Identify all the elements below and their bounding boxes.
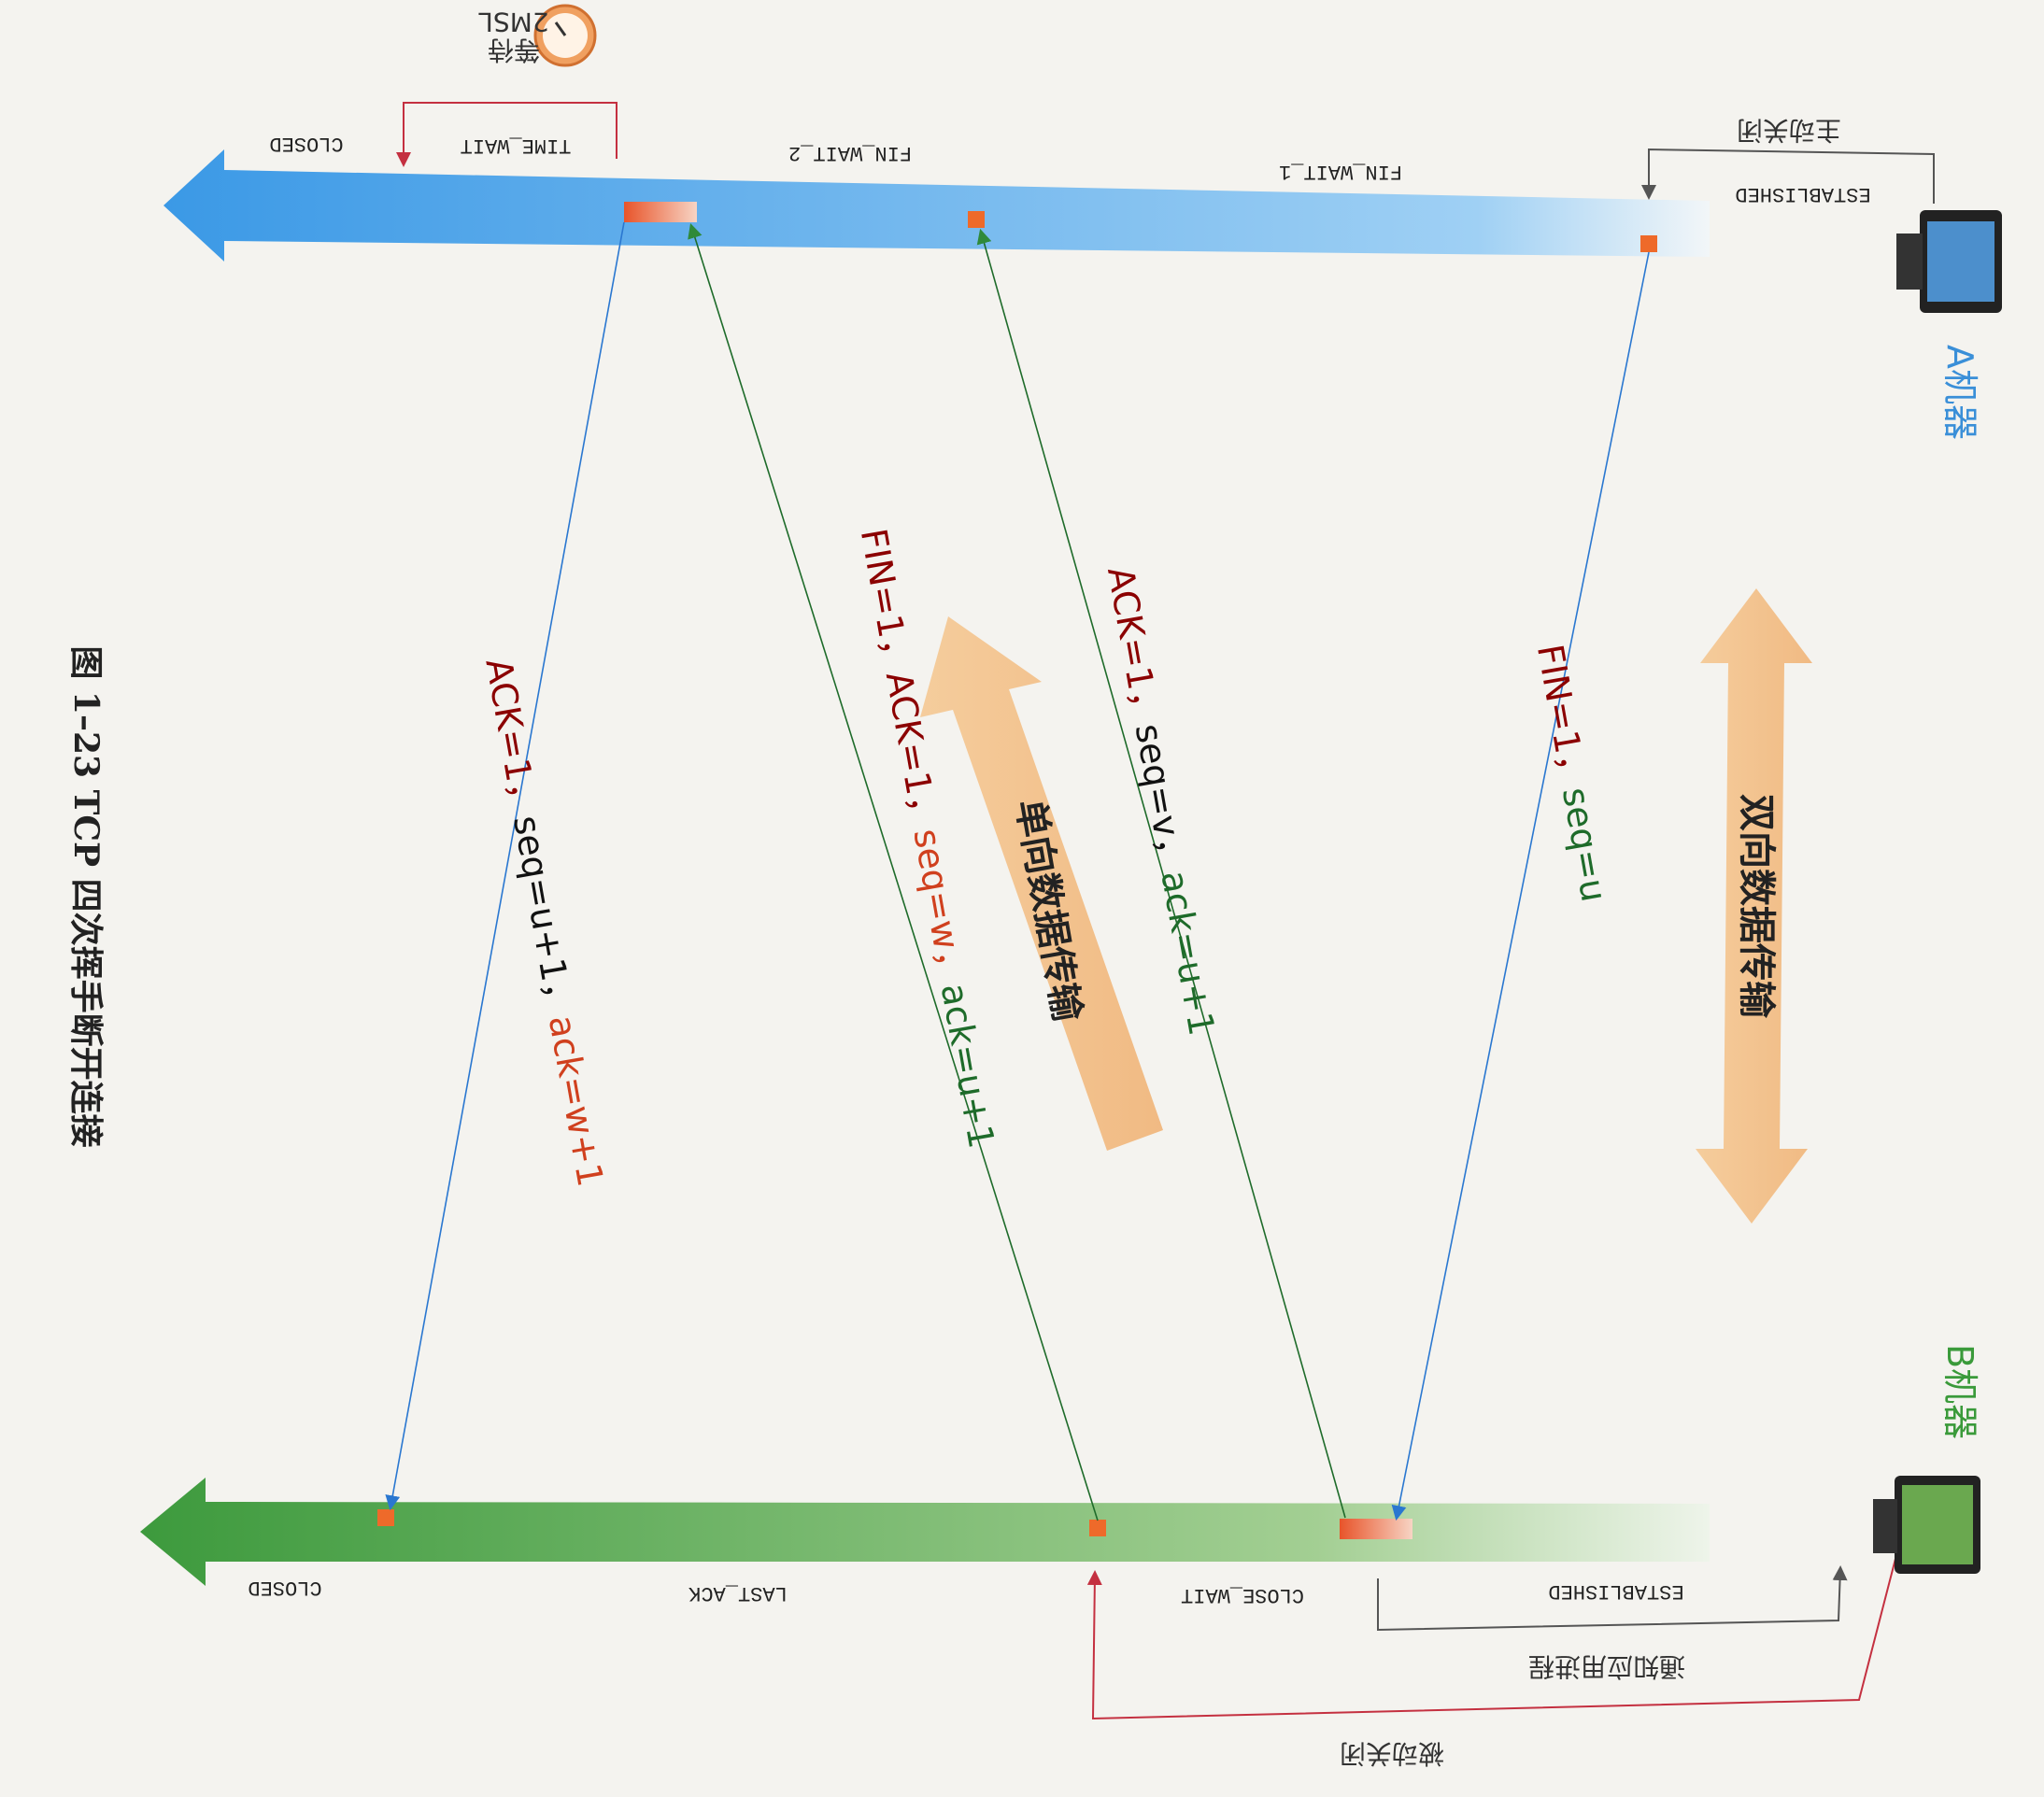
b-timeline-arrow [140,1478,1710,1586]
b-machine: B机器 [1873,1344,1980,1574]
msg-line-fin-a-to-b [1391,251,1650,1521]
a-state-fin-wait-2: FIN_WAIT_2 [788,141,912,164]
passive-close-bracket [1086,1554,1897,1720]
msg-label-ack-seq-u1: ACK=1，seq=u+1，ack=w+1 [477,656,611,1190]
active-close-bracket [1641,148,1935,204]
a-state-closed: CLOSED [269,132,343,155]
msg0-fin: FIN=1， [1529,642,1595,792]
msg-line-fin-b-to-a [688,222,1099,1521]
a-marker-fin-sent [1640,235,1657,252]
notify-app-bracket [1377,1565,1848,1632]
wait-label: 等待 [488,35,540,65]
computer-stand [1873,1499,1897,1553]
time-wait-bracket [396,102,617,167]
msg3-seq: seq=u+1， [505,813,581,1020]
msg2-ack-num: ack=u+1 [933,981,1002,1152]
a-marker-ack-received [968,211,985,228]
msg1-ack: ACK=1， [1100,564,1168,729]
msg3-ack-num: ack=w+1 [541,1012,611,1190]
msg3-ack: ACK=1， [477,656,546,820]
b-marker-close-wait [1340,1519,1412,1539]
a-states: ESTABLISHED FIN_WAIT_1 FIN_WAIT_2 TIME_W… [269,132,1870,205]
a-machine: A机器 [1896,210,2002,440]
computer-screen [1902,1485,1973,1564]
msg-line-ack-a-to-b [385,221,625,1511]
a-machine-label: A机器 [1939,345,1980,440]
a-state-established: ESTABLISHED [1735,182,1870,205]
a-state-time-wait: TIME_WAIT [461,134,572,157]
single-arrow-shape [920,616,1163,1151]
msg2-seq: seq=w， [905,826,973,987]
a-marker-time-wait [624,202,697,222]
b-states: ESTABLISHED CLOSE_WAIT LAST_ACK CLOSED [248,1576,1683,1606]
msg-label-fin-ack-seq-w: FIN=1，ACK=1，seq=w，ack=u+1 [853,526,1002,1152]
a-timeline-arrow [163,149,1710,262]
msg2-fin: FIN=1， [853,526,918,676]
msg1-seq: seq=v， [1128,721,1194,875]
bidirectional-label: 双向数据传输 [1735,794,1778,1019]
b-state-close-wait: CLOSE_WAIT [1181,1583,1304,1606]
b-marker-closed [377,1509,394,1526]
a-timeline [163,149,1710,262]
computer-screen [1927,221,1994,302]
b-state-last-ack: LAST_ACK [688,1581,787,1605]
passive-close-label: 被动关闭 [1340,1738,1444,1769]
msg-label-fin-seq-u: FIN=1，seq=u [1529,642,1615,905]
b-machine-label: B机器 [1939,1344,1980,1439]
double-arrow-shape [1696,588,1812,1224]
figure-caption: 图 1–23 TCP 四次挥手断开连接 [66,645,106,1147]
b-timeline [140,1478,1710,1586]
active-close-label: 主动关闭 [1737,115,1841,146]
computer-stand [1896,233,1923,290]
a-state-fin-wait-1: FIN_WAIT_1 [1279,160,1402,183]
wait-time-label: 2MSL [478,7,549,37]
b-state-established: ESTABLISHED [1548,1579,1683,1603]
clock-hand [554,21,567,36]
b-state-closed: CLOSED [248,1576,321,1599]
msg0-seq: seq=u [1554,785,1615,905]
bidirectional-transfer: 双向数据传输 [1696,588,1812,1224]
msg-label-ack-seq-v: ACK=1，seq=v，ack=u+1 [1100,564,1223,1039]
wait-2msl: 等待 2MSL [478,4,597,67]
notify-app-label: 通知应用进程 [1528,1651,1685,1682]
b-marker-last-ack [1089,1520,1106,1536]
msg-line-ack-b-to-a [976,228,1346,1519]
msg1-ack-num: ack=u+1 [1153,868,1222,1039]
